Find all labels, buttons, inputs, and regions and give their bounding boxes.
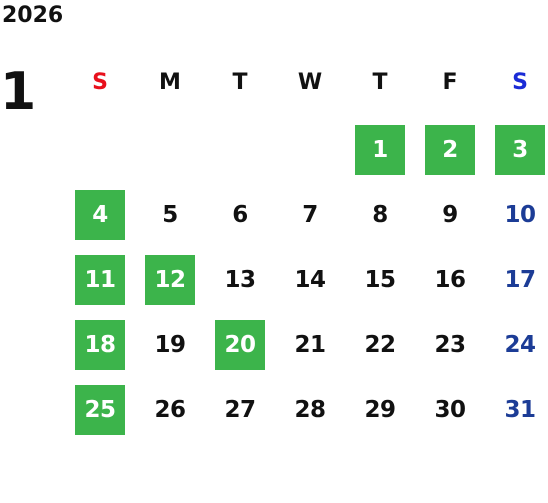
week-row: 11 12 13 14 15 16 17 (75, 255, 548, 305)
weekday-friday: F (442, 69, 458, 95)
day-cell-30[interactable]: 30 (434, 397, 466, 423)
day-cell-9[interactable]: 9 (442, 202, 458, 228)
day-cell-15[interactable]: 15 (364, 267, 396, 293)
day-cell-22[interactable]: 22 (364, 332, 396, 358)
day-cell-21[interactable]: 21 (294, 332, 326, 358)
day-cell-17[interactable]: 17 (504, 267, 536, 293)
weekday-saturday: S (512, 69, 528, 95)
day-cell-31[interactable]: 31 (504, 397, 536, 423)
day-cell-3[interactable]: 3 (495, 125, 545, 175)
day-cell-27[interactable]: 27 (224, 397, 256, 423)
day-cell-7[interactable]: 7 (302, 202, 318, 228)
day-cell-28[interactable]: 28 (294, 397, 326, 423)
day-cell-24[interactable]: 24 (504, 332, 536, 358)
day-cell-19[interactable]: 19 (154, 332, 186, 358)
day-cell-14[interactable]: 14 (294, 267, 326, 293)
weekday-sunday: S (92, 69, 108, 95)
day-cell-18[interactable]: 18 (75, 320, 125, 370)
day-cell-13[interactable]: 13 (224, 267, 256, 293)
day-cell-23[interactable]: 23 (434, 332, 466, 358)
weekday-tuesday: T (232, 69, 248, 95)
day-cell-11[interactable]: 11 (75, 255, 125, 305)
year-label: 2026 (2, 3, 64, 28)
day-cell-1[interactable]: 1 (355, 125, 405, 175)
weekday-monday: M (159, 69, 181, 95)
day-cell-26[interactable]: 26 (154, 397, 186, 423)
day-cell-29[interactable]: 29 (364, 397, 396, 423)
day-cell-8[interactable]: 8 (372, 202, 388, 228)
weekday-wednesday: W (297, 69, 323, 95)
day-cell-4[interactable]: 4 (75, 190, 125, 240)
day-cell-20[interactable]: 20 (215, 320, 265, 370)
week-row: 18 19 20 21 22 23 24 (75, 320, 548, 370)
week-row: 25 26 27 28 29 30 31 (75, 385, 548, 435)
weekday-thursday: T (372, 69, 388, 95)
day-cell-25[interactable]: 25 (75, 385, 125, 435)
month-number: 1 (0, 62, 37, 122)
week-row: 4 5 6 7 8 9 10 (75, 190, 548, 240)
day-cell-6[interactable]: 6 (232, 202, 248, 228)
day-cell-2[interactable]: 2 (425, 125, 475, 175)
day-cell-5[interactable]: 5 (162, 202, 178, 228)
day-cell-16[interactable]: 16 (434, 267, 466, 293)
weekday-header-row: S M T W T F S (75, 60, 548, 104)
day-cell-12[interactable]: 12 (145, 255, 195, 305)
day-cell-10[interactable]: 10 (504, 202, 536, 228)
